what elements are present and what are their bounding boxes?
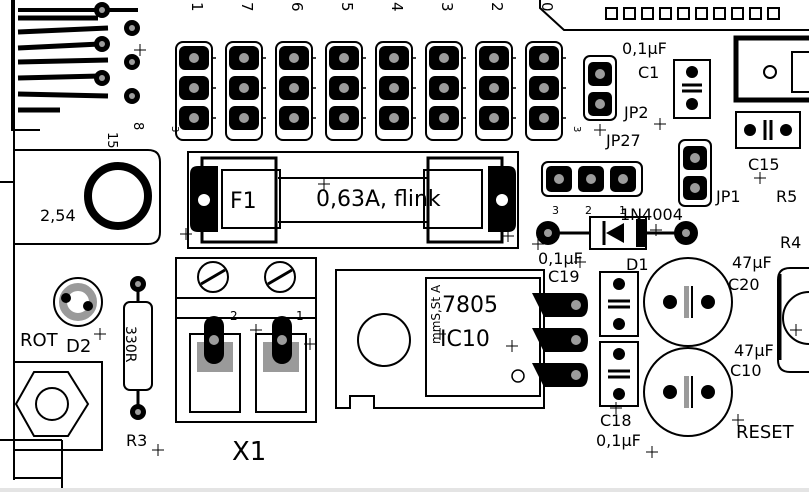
ic-pin [659, 7, 672, 20]
jp27-label: JP27 [605, 131, 641, 150]
c18-label: C18 [600, 411, 632, 430]
fuse-label: F1 [230, 189, 257, 214]
ic-pin [605, 7, 618, 20]
capacitor-c1: 0,1µF C1 [622, 39, 711, 119]
jumper-label-6: 2 [488, 2, 506, 12]
connector-pins [17, 2, 140, 113]
terminal-block-x1: 2 1 X1 [175, 257, 317, 467]
jumper-jp27: JP27 3 2 1 [541, 131, 643, 217]
terminal-pin-2: 2 [230, 309, 238, 323]
jp2-label: JP2 [623, 103, 649, 122]
r5-label: R5 [776, 187, 797, 206]
c18-value: 0,1µF [596, 431, 641, 450]
jumper-pin-digit: 3 [571, 126, 582, 132]
ic-pin [677, 7, 690, 20]
jumper-jp2: JP2 [583, 55, 649, 122]
fuse-f1: F1 0,63A, flink [187, 151, 519, 249]
reset-switch: RESET [736, 267, 809, 443]
jumper-bank: 1 7 6 5 4 3 2 0 3 3 [169, 2, 582, 141]
ic-pin [713, 7, 726, 20]
jumper-label-3: 5 [338, 2, 356, 12]
c10-value: 47µF [734, 341, 774, 360]
connector-pin-label-8: 8 [130, 122, 145, 130]
terminal-pin-1: 1 [296, 309, 304, 323]
jumper-column [325, 41, 366, 141]
jumper-column [525, 41, 566, 141]
c20-label: C20 [728, 275, 760, 294]
d1-label: D1 [626, 255, 649, 274]
c1-label: C1 [638, 63, 659, 82]
ic-pin [749, 7, 762, 20]
jp27-pin-3: 3 [552, 204, 559, 217]
jumper-pin-digits: 3 3 [169, 126, 582, 132]
ldr-label: ROT [20, 330, 59, 351]
capacitor-c20: 47µF C20 [643, 253, 772, 347]
jumper-pin-digit: 3 [169, 126, 180, 132]
ic-pin [767, 7, 780, 20]
ic-pin [695, 7, 708, 20]
edge-connector: 15 8 [11, 0, 145, 149]
c20-value: 47µF [732, 253, 772, 272]
regulator-pins [532, 293, 588, 387]
r3-value: 330R [122, 326, 138, 363]
capacitor-c15: C15 [735, 111, 801, 174]
diode-d1: 1N4004 D1 [536, 205, 698, 274]
ic-pin [731, 7, 744, 20]
d1-part-number: 1N4004 [620, 205, 683, 224]
jumper-label-5: 3 [438, 2, 456, 12]
jumper-column [375, 41, 416, 141]
jumper-label-4: 4 [388, 2, 406, 12]
jumper-column-labels: 1 7 6 5 4 3 2 0 [188, 2, 556, 12]
jumper-label-0: 1 [188, 2, 206, 12]
mounting-hole: 2,54 [14, 149, 161, 245]
jumper-label-7: 0 [538, 2, 556, 12]
hole-size-label: 2,54 [40, 206, 76, 225]
connector-pin-label-15: 15 [104, 132, 119, 149]
jumper-grid [175, 41, 566, 141]
c19-value: 0,1µF [538, 249, 583, 268]
jumper-jp1: JP1 [678, 139, 741, 207]
jumper-label-1: 7 [238, 2, 256, 12]
fuse-value: 0,63A, flink [316, 187, 441, 212]
jumper-column [475, 41, 516, 141]
jumper-column [225, 41, 266, 141]
ic-pin [641, 7, 654, 20]
ldr-d2: ROT D2 [20, 277, 103, 357]
ic-pin [623, 7, 636, 20]
capacitor-c19: 0,1µF C19 [538, 249, 639, 337]
c19-label: C19 [548, 267, 580, 286]
regulator-part: 7805 [442, 293, 498, 318]
capacitor-c18: C18 0,1µF [596, 341, 641, 450]
origin-crosshairs [94, 44, 802, 458]
jumper-column [425, 41, 466, 141]
jumper-label-2: 6 [288, 2, 306, 12]
resistor-r3: 330R R3 [122, 276, 153, 450]
component-top-right [733, 35, 809, 103]
jp27-pin-1: 1 [619, 204, 626, 217]
ic-header-outline [539, 0, 809, 31]
c15-label: C15 [748, 155, 780, 174]
voltage-regulator: mmS,St A 7805 IC10 [335, 269, 588, 409]
hex-standoff [13, 361, 103, 451]
r4-label: R4 [780, 233, 801, 252]
jp1-label: JP1 [715, 187, 741, 206]
jumper-column [275, 41, 316, 141]
c10-label: C10 [730, 361, 762, 380]
jp27-pin-2: 2 [585, 204, 592, 217]
regulator-label: IC10 [440, 327, 490, 352]
r3-label: R3 [126, 431, 147, 450]
reset-label: RESET [736, 422, 795, 443]
capacitor-c10: 47µF C10 [643, 341, 774, 437]
jumper-column [175, 41, 216, 141]
d2-label: D2 [66, 336, 91, 357]
c1-value: 0,1µF [622, 39, 667, 58]
terminal-label: X1 [232, 437, 266, 467]
